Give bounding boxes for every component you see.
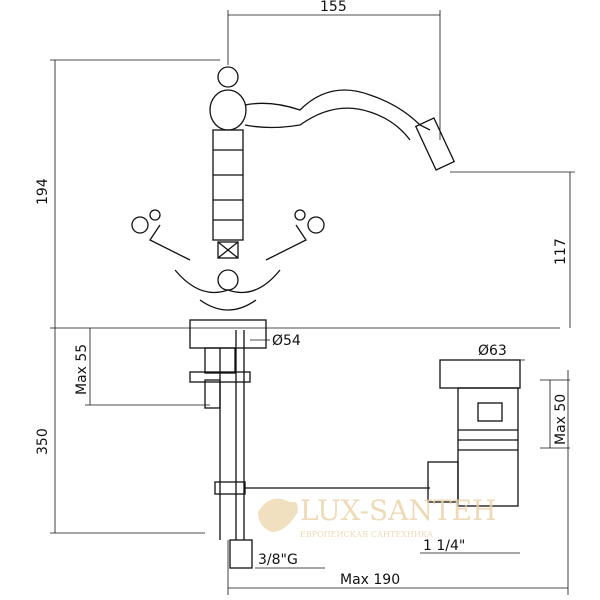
- dim-drain-thread: 1 1/4": [423, 538, 465, 554]
- watermark: LUX-SANTEH ЕВРОПЕЙСКАЯ САНТЕХНИКА: [258, 494, 497, 539]
- dim-155: 155: [320, 0, 347, 15]
- dim-max-190: Max 190: [340, 572, 400, 588]
- dim-max-55: Max 55: [74, 344, 90, 395]
- bathtub-logo-icon: [258, 498, 298, 532]
- dim-194: 194: [35, 178, 51, 205]
- dim-350: 350: [35, 428, 51, 455]
- faucet-body: [131, 66, 456, 569]
- dim-drain-max-50: Max 50: [553, 394, 569, 445]
- watermark-brand: LUX-SANTEH: [300, 494, 497, 527]
- dimension-lines: [50, 10, 575, 595]
- dim-117: 117: [553, 238, 569, 265]
- dim-base-diameter: Ø54: [272, 333, 301, 349]
- drain: [427, 359, 521, 507]
- dimension-labels: 155 194 117 Ø54 Max 55 350 Ø63 Max 50 1 …: [35, 0, 569, 588]
- dim-drain-diameter: Ø63: [478, 343, 507, 359]
- watermark-tagline: ЕВРОПЕЙСКАЯ САНТЕХНИКА: [300, 530, 433, 539]
- dim-hose-thread: 3/8"G: [258, 552, 298, 568]
